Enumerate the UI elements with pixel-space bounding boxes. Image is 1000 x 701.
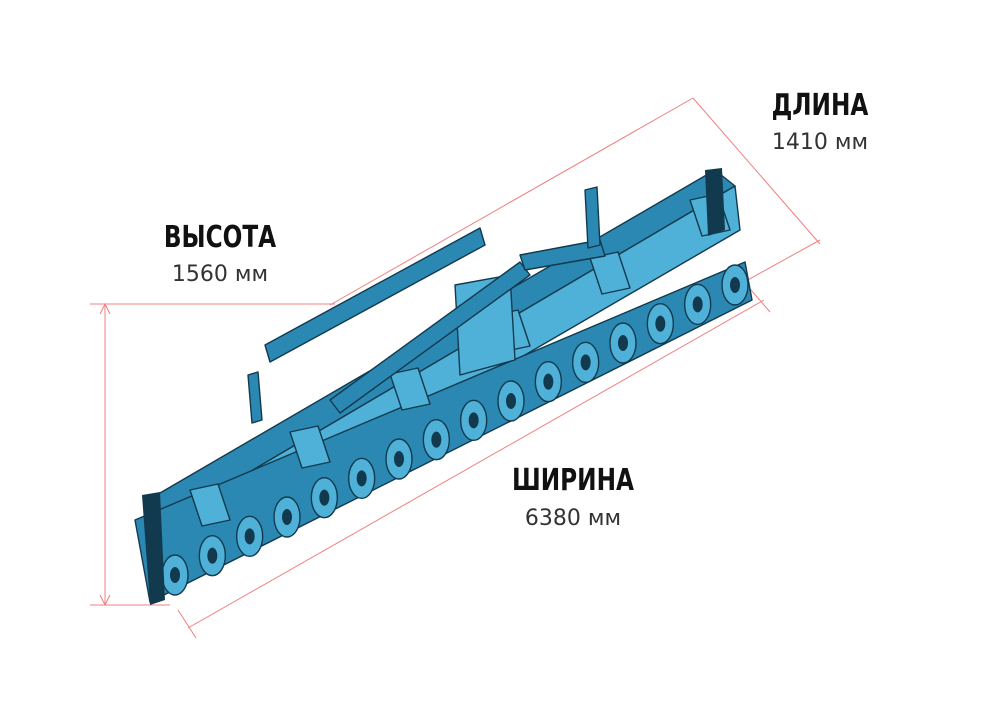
length-dimension-line: [692, 97, 821, 245]
hydraulic-cylinder: [329, 261, 531, 414]
roller-hub: [170, 567, 180, 583]
length-extension-line: [329, 97, 694, 306]
roller-hub: [655, 315, 666, 332]
length-label: ДЛИНА: [771, 88, 869, 123]
length-extension-line: [734, 239, 821, 288]
roller-hub: [319, 489, 330, 506]
width-dimension-line: [187, 299, 765, 629]
roller-hub: [580, 354, 591, 371]
height-arrow-bottom: [99, 594, 111, 607]
frame-cross-member: [189, 483, 231, 527]
roller-hub: [543, 373, 554, 390]
roller-hub: [730, 277, 740, 293]
roller-hub: [244, 528, 255, 545]
roller-hub: [431, 431, 442, 448]
roller-hub: [394, 451, 404, 467]
bracket-right: [584, 186, 601, 249]
roller-hub: [468, 412, 479, 429]
width-extension-left: [177, 609, 197, 639]
height-arrow-top: [99, 302, 111, 315]
frame-end-plate: [142, 492, 165, 605]
width-value: 6380 мм: [524, 506, 622, 531]
roller-hub: [618, 335, 628, 351]
hydraulic-arm: [519, 239, 606, 271]
bracket-left: [247, 371, 263, 424]
roller-hub: [356, 470, 367, 487]
frame-cross-member: [289, 425, 331, 469]
frame-cross-member: [389, 367, 431, 411]
height-label: ВЫСОТА: [163, 220, 277, 255]
frame-cross-member: [589, 251, 631, 295]
hitch-bar-left: [264, 227, 486, 363]
roller-hub: [692, 296, 703, 313]
roller-hub: [506, 393, 516, 409]
length-value: 1410 мм: [771, 130, 869, 155]
roller-hub: [207, 547, 218, 564]
roller-hub: [282, 509, 292, 525]
harrow-machine-illustration: [134, 168, 753, 605]
height-value: 1560 мм: [171, 262, 269, 287]
frame-end-plate: [705, 168, 725, 236]
width-label: ШИРИНА: [512, 463, 634, 498]
